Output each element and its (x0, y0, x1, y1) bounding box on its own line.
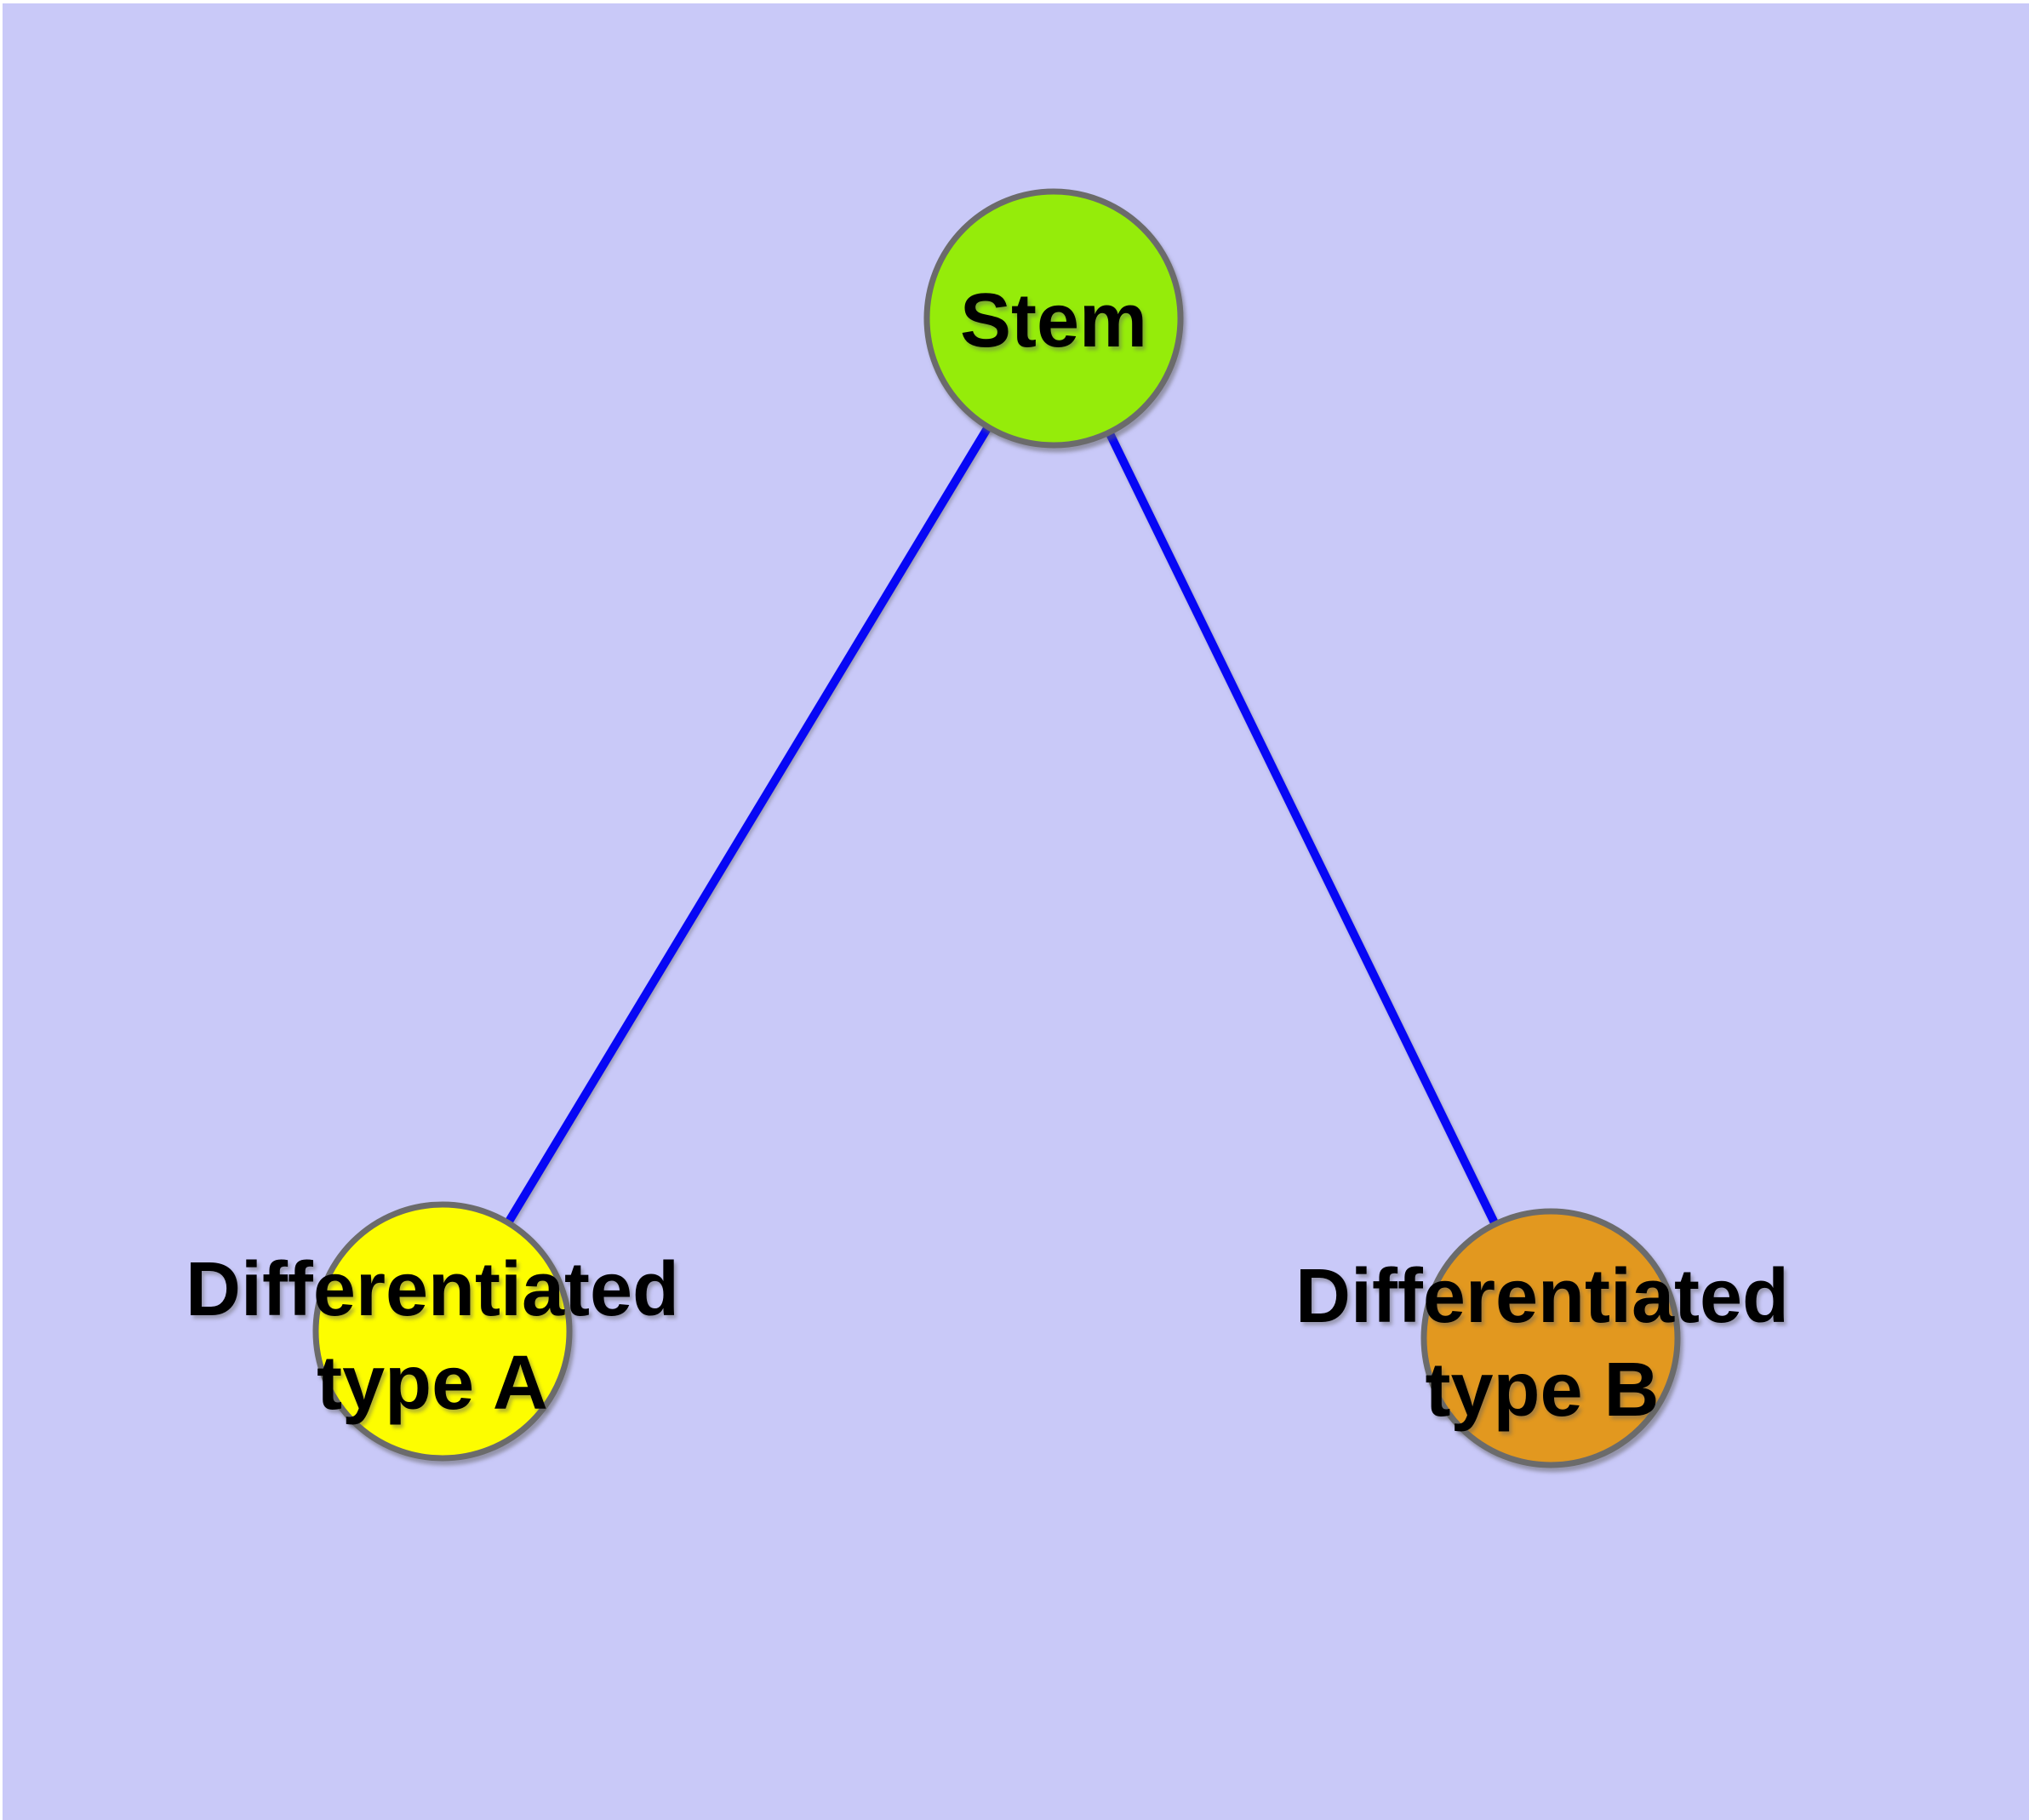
node-stem-label: Stem (960, 278, 1147, 363)
edge-layer (438, 316, 1555, 1341)
node-stem-circle (923, 188, 1184, 449)
node-type-b-label-line2: type B (1425, 1348, 1659, 1433)
node-type-b-circle (1420, 1208, 1681, 1468)
edge-stem-to-type-b (1049, 316, 1555, 1341)
node-type-b-label-line1: Differentiated (1295, 1254, 1789, 1339)
node-type-a-label-line2: type A (317, 1341, 548, 1426)
label-layer: Stem Differentiated type A Differentiate… (186, 278, 1789, 1433)
node-type-a-circle (312, 1201, 573, 1462)
edge-stem-to-type-a (438, 316, 1058, 1334)
node-layer (312, 188, 1681, 1468)
node-type-a-label-line1: Differentiated (186, 1247, 679, 1332)
